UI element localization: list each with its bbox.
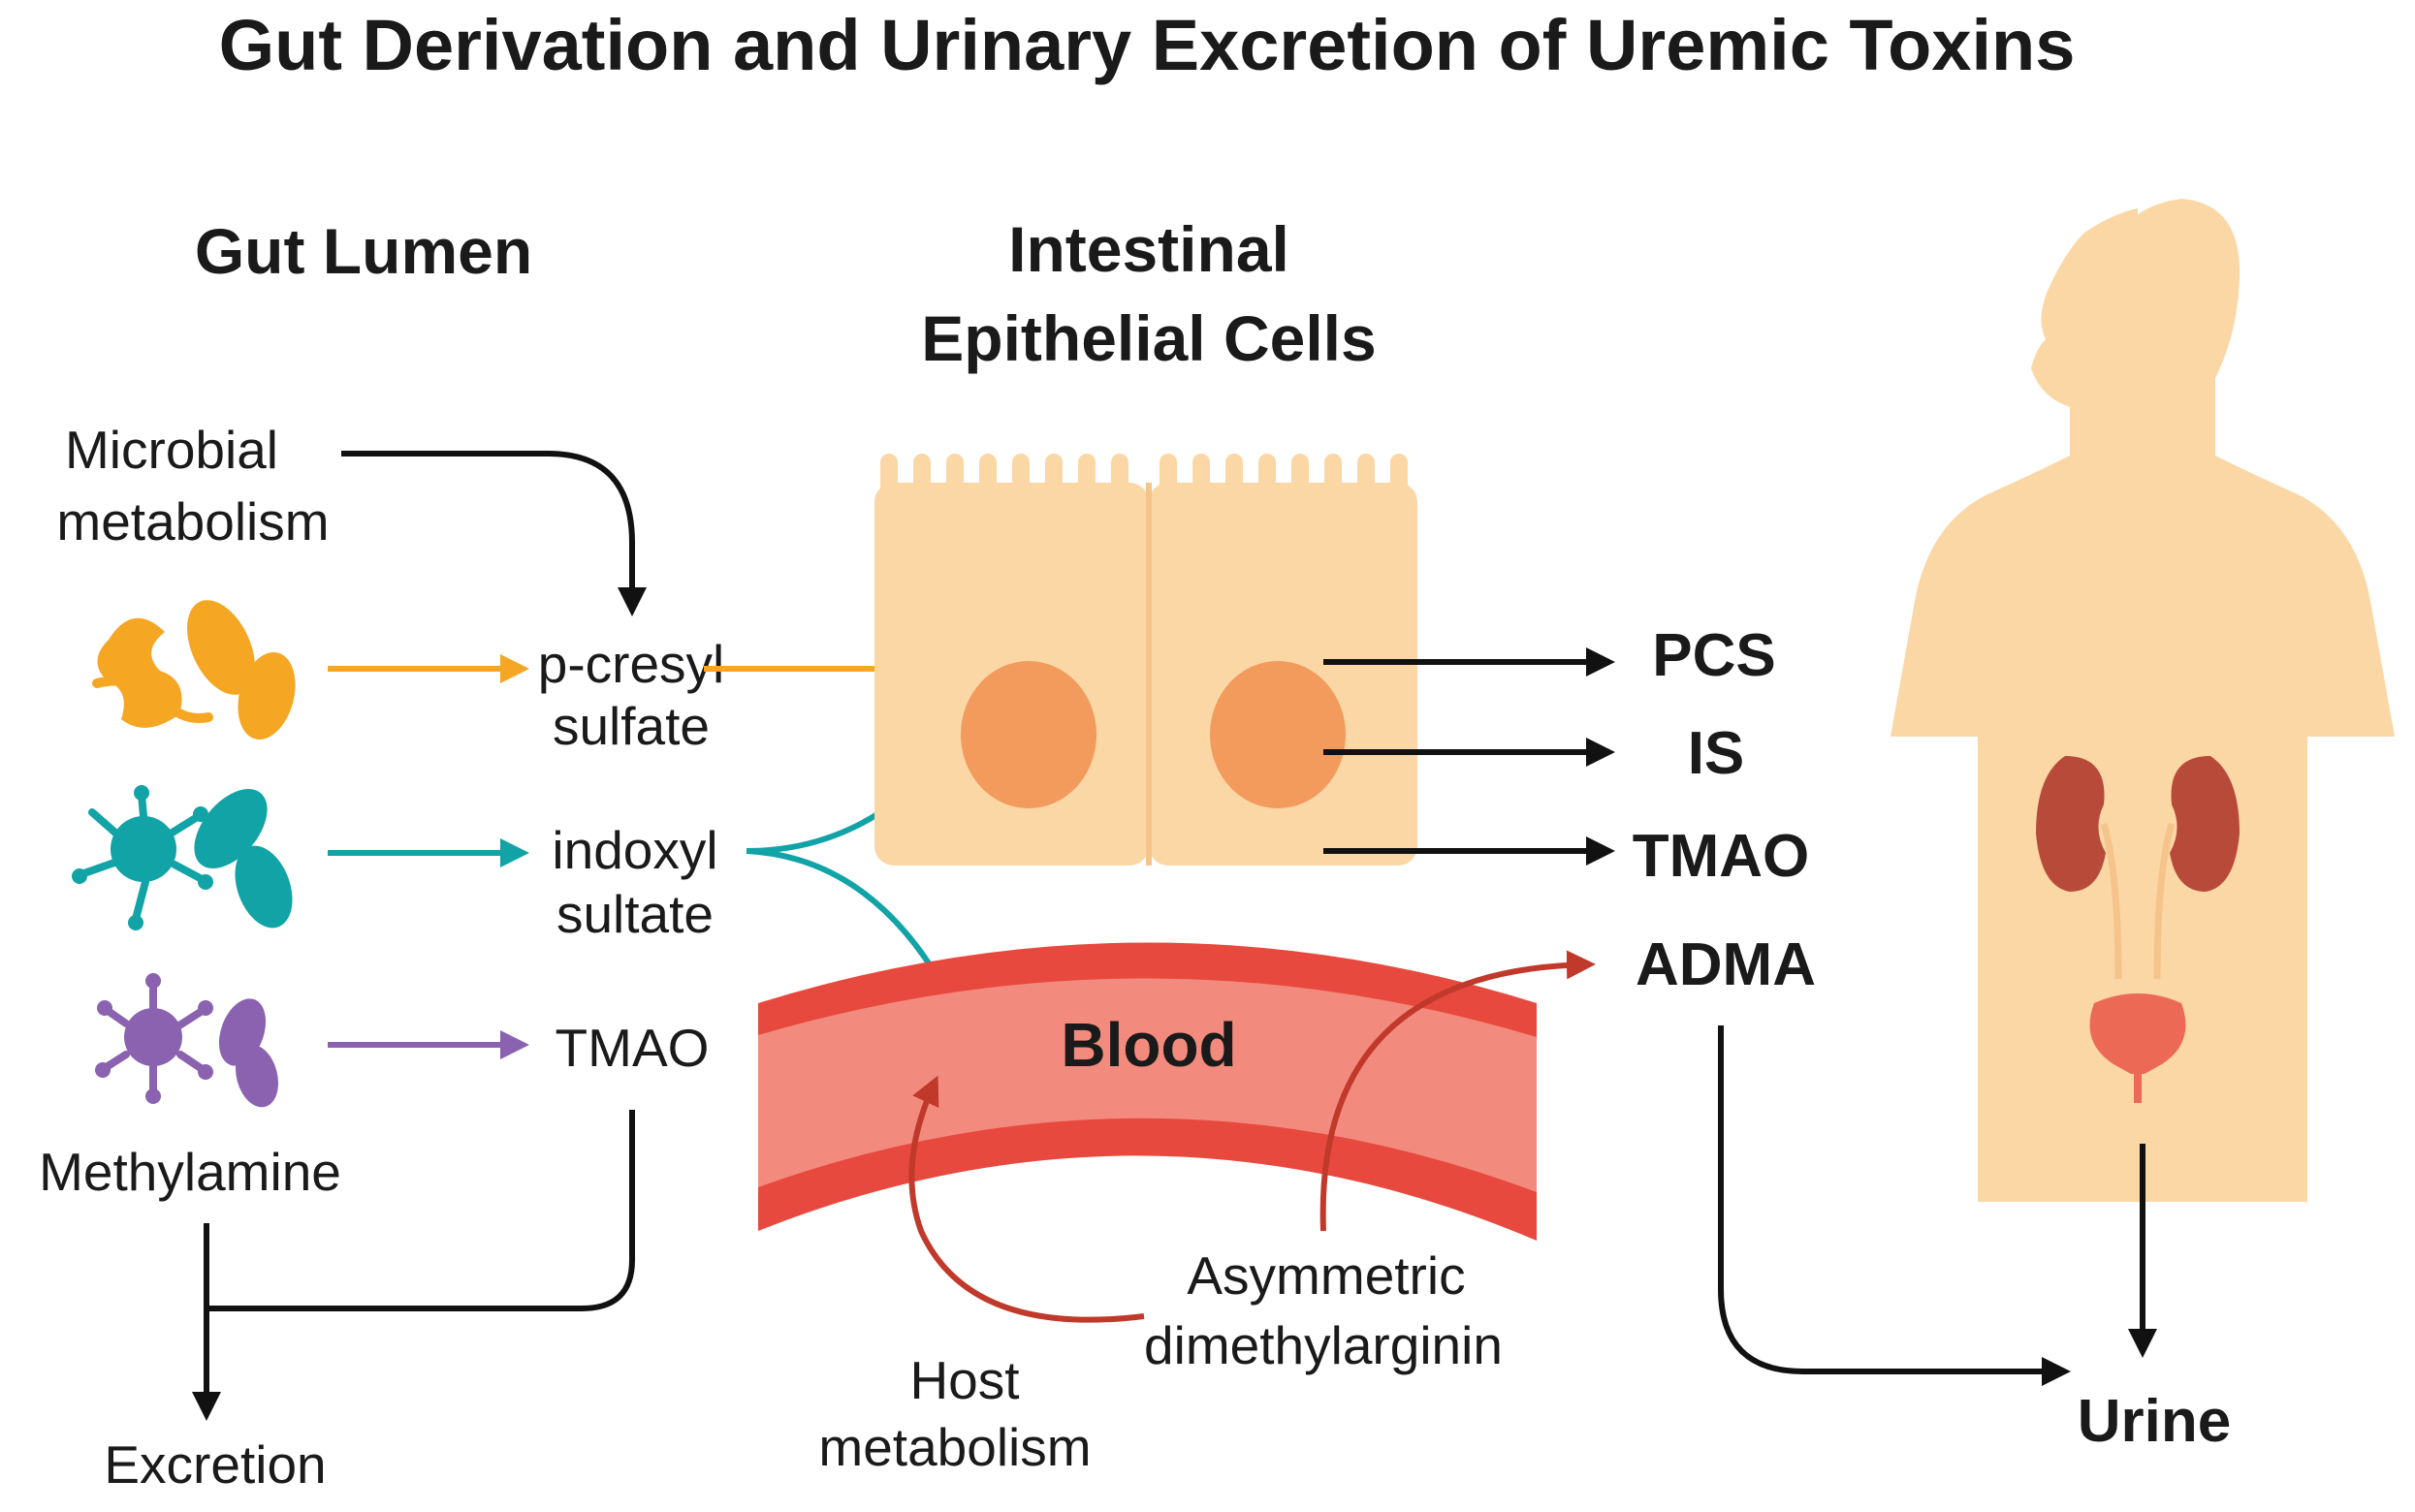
blood-vessel <box>758 942 1537 1241</box>
toxin-label-pcs: PCS <box>1652 622 1775 689</box>
diagram-title: Gut Derivation and Urinary Excretion of … <box>219 5 2076 85</box>
toxin-label-adma: ADMA <box>1636 931 1816 998</box>
indoxyl-sulfate-label-line2: sultate <box>556 884 714 944</box>
blood-label: Blood <box>1061 1010 1236 1080</box>
is-bacteria-icon <box>72 785 293 930</box>
excretion-label: Excretion <box>104 1434 326 1495</box>
bladder-icon <box>2089 993 2186 1103</box>
methylamine-label: Methylamine <box>39 1142 341 1202</box>
p-cresyl-sulfate-label-line2: sulfate <box>553 696 710 756</box>
microbial-metabolism-label-line1: Microbial <box>65 420 278 480</box>
toxin-label-tmao: TMAO <box>1633 823 1810 890</box>
microbial-to-pcs-arrow <box>341 451 647 616</box>
tmao-bacteria-icon <box>95 973 279 1108</box>
host-metabolism-label-line2: metabolism <box>818 1417 1091 1477</box>
host-metabolism-to-blood-arrow <box>908 1075 1145 1323</box>
toxin-label-is: IS <box>1688 720 1745 787</box>
epithelial-heading-line1: Intestinal <box>1008 213 1289 285</box>
gut-lumen-heading: Gut Lumen <box>195 215 532 287</box>
tmao-lumen-label: TMAO <box>556 1018 710 1078</box>
tmao-to-excretion-line <box>207 1110 635 1311</box>
epithelial-heading-line2: Epithelial Cells <box>921 302 1376 374</box>
adma-to-urine-arrow <box>1718 1025 2071 1386</box>
adma-full-name-line2: dimethylarginin <box>1144 1315 1503 1375</box>
urine-label: Urine <box>2078 1388 2231 1455</box>
adma-to-output-arrow <box>1319 950 1596 1232</box>
microbial-metabolism-label-line2: metabolism <box>56 491 329 551</box>
indoxyl-sulfate-label-line1: indoxyl <box>552 820 717 880</box>
kidney-icon <box>2036 756 2240 980</box>
pcs-bacteria-icon <box>92 600 296 740</box>
epithelial-cells <box>874 454 1417 866</box>
host-metabolism-label-line1: Host <box>909 1350 1019 1410</box>
human-body-silhouette <box>1891 199 2395 1202</box>
adma-full-name-line1: Asymmetric <box>1187 1245 1465 1306</box>
p-cresyl-sulfate-label-line1: p-cresyl <box>538 634 725 694</box>
